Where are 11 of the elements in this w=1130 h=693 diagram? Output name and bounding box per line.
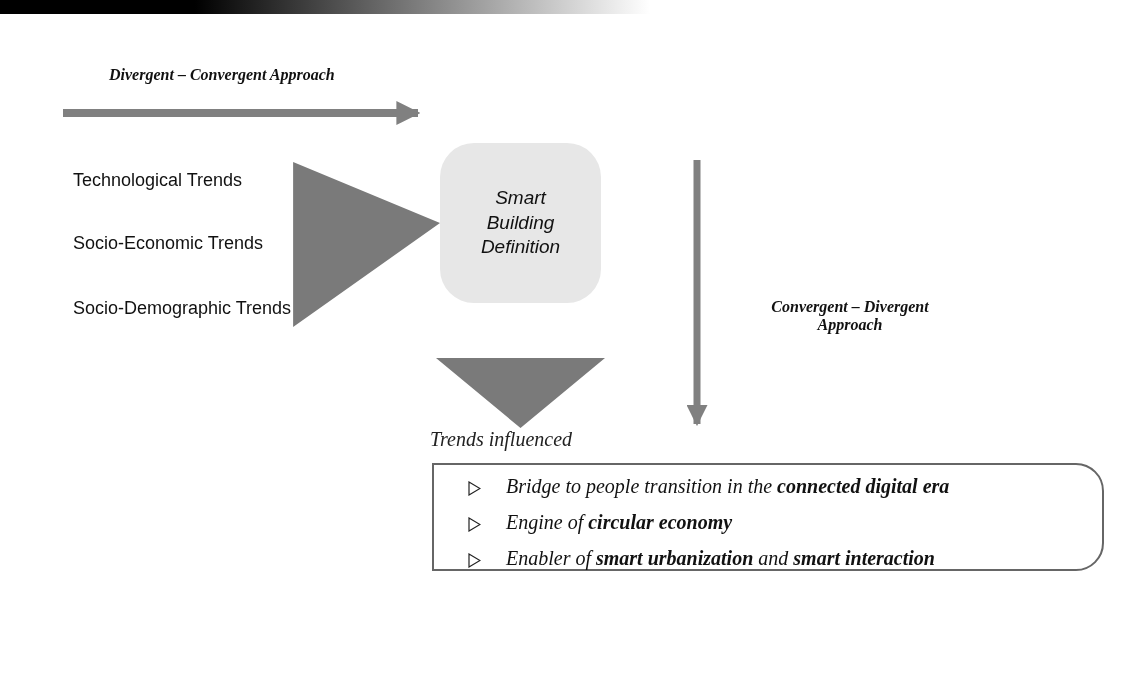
definition-box: Smart Building Definition: [440, 143, 601, 303]
list-heading: Trends influenced: [430, 428, 573, 451]
trend-label: Socio-Economic Trends: [73, 233, 264, 254]
bullet-text: Enabler of smart urbanization and smart interaction: [506, 547, 935, 570]
chevron-arrow: [291, 162, 440, 327]
bullet-text: Bridge to people transition in the connected digital era: [506, 475, 950, 498]
trend-label: Technological Trends: [73, 170, 243, 191]
approach-label: Divergent – Convergent Approach: [109, 66, 336, 84]
approach-label: Convergent – Divergent Approach: [770, 298, 930, 334]
bullet-text: Engine of circular economy: [506, 511, 733, 534]
trend-label: Socio-Demographic Trends: [73, 298, 292, 319]
